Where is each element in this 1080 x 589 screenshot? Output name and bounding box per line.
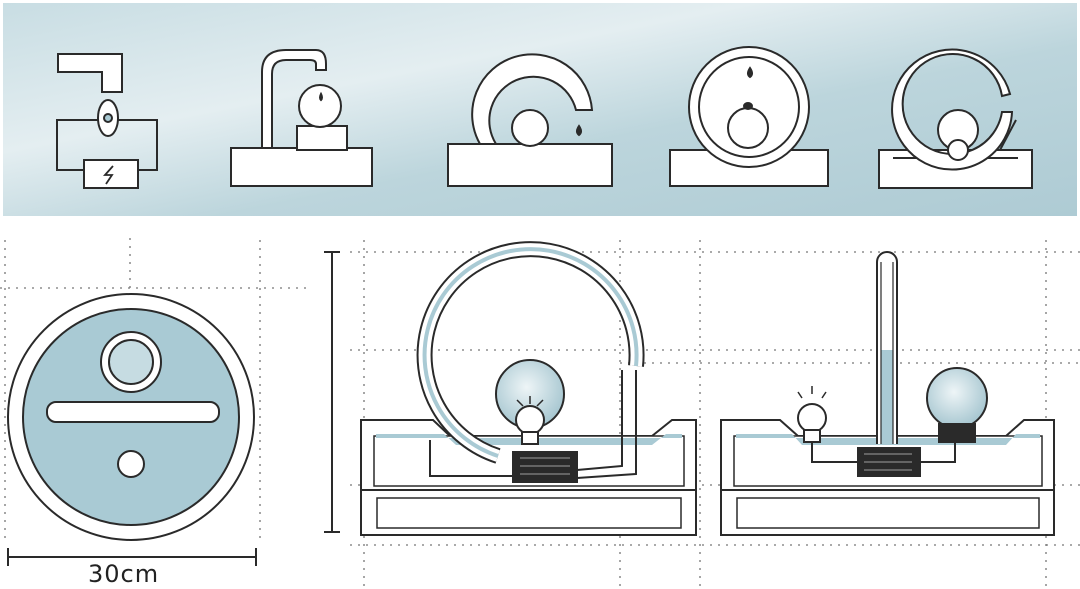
- width-dimension-label: 30cm: [88, 560, 160, 588]
- arch-pipe: [261, 49, 327, 149]
- water-drop-icon: [747, 66, 753, 79]
- bulb-icon: [515, 405, 545, 435]
- globe-icon: [926, 367, 988, 429]
- base-block: [447, 143, 613, 187]
- sketch-5-open-ring: [878, 48, 1033, 189]
- globe-icon: [511, 109, 549, 147]
- ring-slot: [46, 401, 220, 423]
- sketch-1-faucet-circuit: [56, 53, 158, 189]
- open-ring-pipe: [891, 48, 1014, 171]
- side-view-tube: [720, 251, 1055, 536]
- bulb-icon: [797, 403, 827, 433]
- battery-icon: [83, 159, 139, 189]
- evolution-band: [3, 3, 1077, 216]
- globe-icon: [298, 84, 342, 128]
- lightning-icon: [102, 165, 114, 185]
- water-drop-icon: [576, 124, 582, 137]
- water-drop-icon: [319, 91, 323, 102]
- sketch-2-arch-faucet: [230, 49, 373, 187]
- height-dimension: [324, 251, 340, 533]
- width-dimension: [7, 548, 257, 566]
- globe-icon: [727, 107, 769, 149]
- base-block: [230, 147, 373, 187]
- bulb-top-icon: [117, 450, 145, 478]
- pump-icon: [512, 451, 578, 483]
- faucet-icon: [57, 53, 123, 93]
- sketch-3-c-ring: [447, 53, 613, 187]
- top-view: [7, 293, 255, 541]
- pedestal: [296, 125, 348, 151]
- c-ring-pipe: [471, 53, 594, 145]
- sketch-4-full-ring: [669, 46, 829, 187]
- side-view-ring: [360, 241, 697, 536]
